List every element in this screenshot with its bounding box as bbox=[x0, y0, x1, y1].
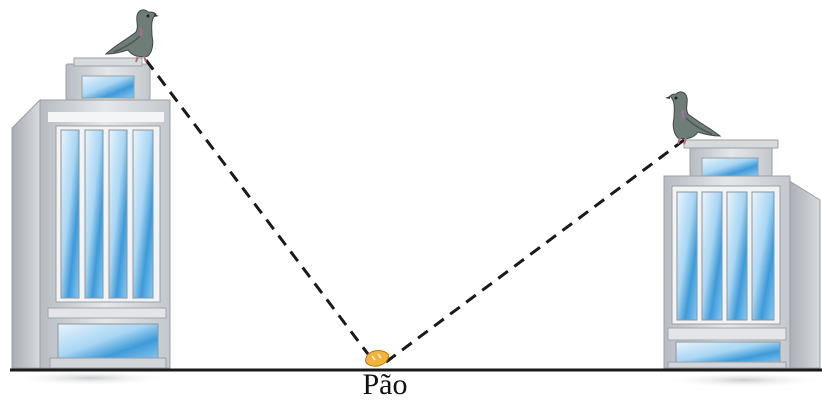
bread-label: Pão bbox=[362, 368, 408, 401]
left-building bbox=[10, 57, 171, 386]
pigeon-icon bbox=[104, 9, 159, 63]
right-building bbox=[663, 139, 822, 388]
bread-icon bbox=[365, 350, 389, 367]
pigeon-icon bbox=[665, 91, 722, 145]
right-flight-path bbox=[385, 138, 685, 364]
left-flight-path bbox=[144, 59, 376, 363]
